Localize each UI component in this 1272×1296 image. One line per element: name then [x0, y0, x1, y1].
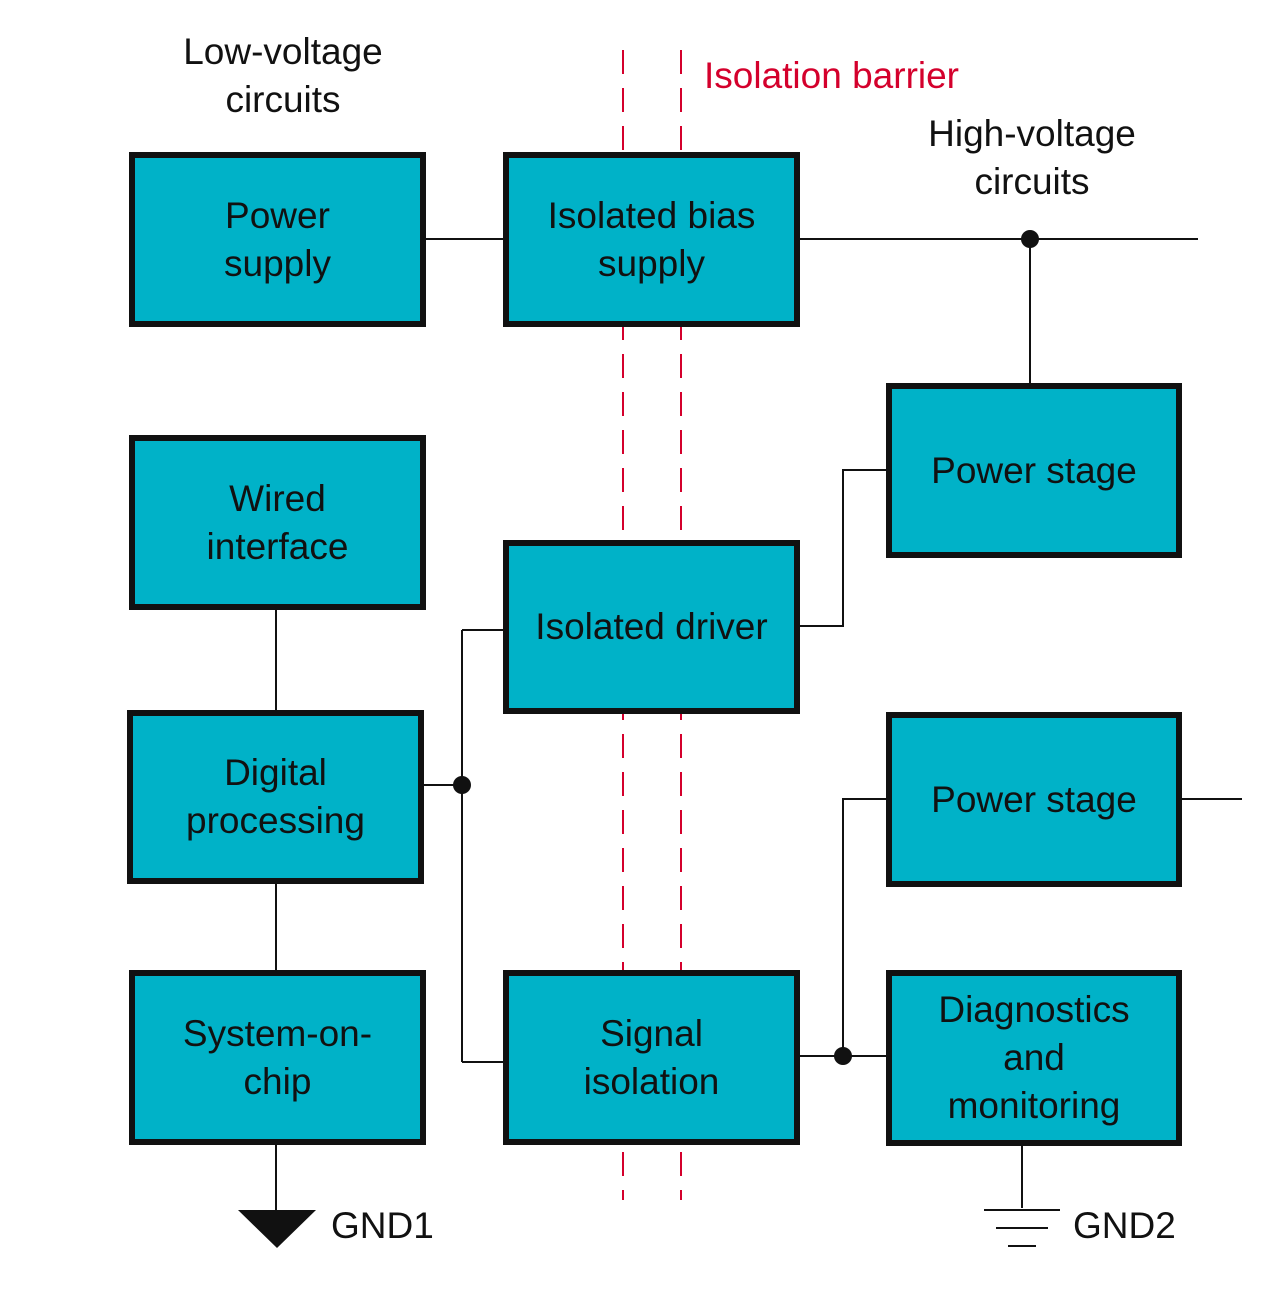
wired-interface-label: Wired interface [206, 477, 349, 567]
power-stage-top-block: Power stage [886, 383, 1182, 558]
signal-isolation-block: Signal isolation [503, 970, 800, 1145]
digital-processing-label: Digital processing [186, 752, 365, 841]
power-stage-bottom-block: Power stage [886, 712, 1182, 887]
wire-signal-to-power-stage [842, 798, 886, 1056]
power-stage-bottom-label: Power stage [931, 778, 1137, 820]
isolated-bias-supply-block: Isolated bias supply [503, 152, 800, 327]
system-on-chip-label: System-on- chip [182, 1012, 373, 1102]
gnd1-label: GND1 [331, 1205, 434, 1246]
gnd2-label: GND2 [1073, 1205, 1176, 1246]
isolation-barrier-label: Isolation barrier [704, 55, 960, 96]
power-supply-block: Power supply [129, 152, 426, 327]
isolated-bias-supply-label: Isolated bias supply [547, 194, 756, 284]
low-voltage-label: Low-voltage circuits [183, 31, 383, 120]
power-stage-top-label: Power stage [931, 449, 1137, 491]
isolated-driver-block: Isolated driver [503, 540, 800, 714]
gnd1-symbol [238, 1210, 316, 1248]
diagnostics-monitoring-block: Diagnostics and monitoring [886, 970, 1182, 1146]
wire-driver-to-power-stage [800, 469, 886, 627]
signal-isolation-label: Signal isolation [583, 1012, 720, 1102]
system-on-chip-block: System-on- chip [129, 970, 426, 1145]
wired-interface-block: Wired interface [129, 435, 426, 610]
digital-processing-block: Digital processing [127, 710, 424, 884]
high-voltage-label: High-voltage circuits [928, 113, 1136, 202]
power-supply-label: Power supply [224, 194, 331, 284]
isolated-driver-label: Isolated driver [535, 606, 768, 647]
diagnostics-monitoring-label: Diagnostics and monitoring [938, 989, 1130, 1126]
